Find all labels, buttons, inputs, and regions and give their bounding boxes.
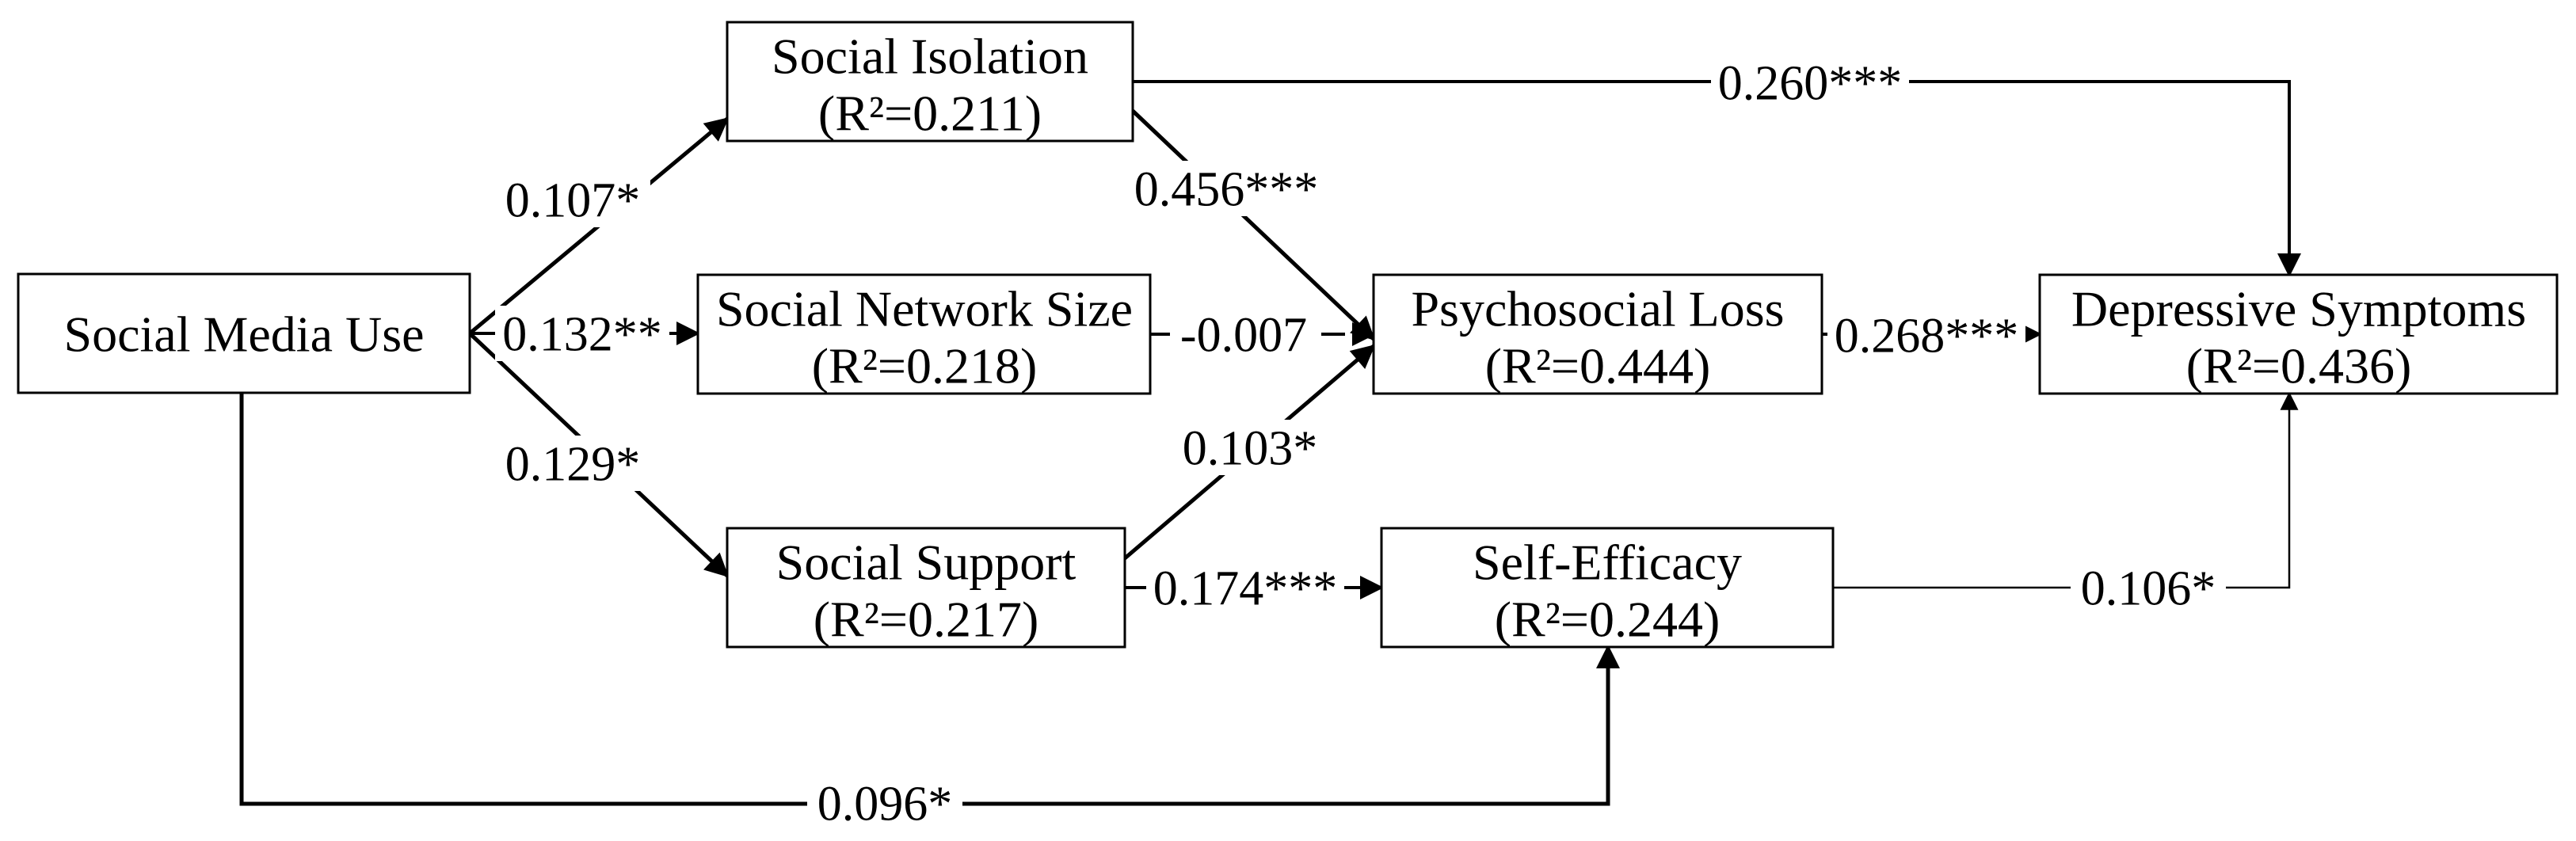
node-depressive-symptoms-label: Depressive Symptoms: [2071, 280, 2526, 337]
label-mask: [1172, 420, 1328, 475]
node-self-efficacy-label: Self-Efficacy: [1473, 534, 1742, 590]
label-mask: [1827, 307, 2025, 363]
coefficient-iso-psl: 0.456***: [1134, 163, 1319, 217]
label-mask: [495, 306, 669, 361]
node-social-media-use-label: Social Media Use: [64, 306, 425, 362]
path-self-efficacy-to-depressive-symptoms: [1833, 391, 2299, 589]
node-self-efficacy-r2: (R²=0.244): [1495, 591, 1721, 647]
node-social-isolation: Social Isolation (R²=0.211): [726, 21, 1134, 143]
coefficient-sef-dep: 0.106*: [2081, 562, 2216, 616]
coefficient-labels: 0.107* 0.132** 0.129* 0.260*** 0.456*** …: [495, 55, 2226, 831]
node-depressive-symptoms-r2: (R²=0.436): [2186, 337, 2412, 394]
coefficient-sns-psl: -0.007: [1180, 309, 1307, 363]
node-depressive-symptoms: Depressive Symptoms (R²=0.436): [2038, 273, 2559, 395]
node-social-network-size-box: [696, 273, 1152, 395]
coefficient-smu-iso: 0.107*: [505, 174, 641, 228]
node-social-network-size-r2: (R²=0.218): [812, 337, 1038, 394]
node-social-isolation-box: [726, 21, 1134, 143]
node-social-network-size: Social Network Size (R²=0.218): [696, 273, 1152, 395]
label-mask: [1146, 560, 1344, 615]
node-social-media-use-box: [17, 272, 471, 394]
label-mask: [1170, 306, 1317, 362]
node-social-support-r2: (R²=0.217): [814, 591, 1039, 647]
node-psychosocial-loss-box: [1372, 273, 1823, 395]
coefficient-sup-psl: 0.103*: [1183, 422, 1318, 476]
node-social-support-label: Social Support: [776, 534, 1077, 590]
node-self-efficacy: Self-Efficacy (R²=0.244): [1380, 527, 1835, 649]
coefficient-psl-dep: 0.268***: [1835, 310, 2019, 363]
node-psychosocial-loss-label: Psychosocial Loss: [1411, 280, 1784, 337]
node-social-support: Social Support (R²=0.217): [726, 527, 1126, 649]
coefficient-smu-sef: 0.096*: [817, 778, 953, 831]
label-mask: [1711, 55, 1909, 110]
path-social-isolation-to-depressive-symptoms: [1133, 80, 2301, 277]
node-social-isolation-r2: (R²=0.211): [818, 85, 1042, 141]
node-psychosocial-loss-r2: (R²=0.444): [1485, 337, 1711, 394]
label-mask: [2071, 560, 2226, 615]
coefficient-smu-sns: 0.132**: [502, 308, 662, 362]
coefficient-smu-sup: 0.129*: [505, 438, 641, 492]
path-social-isolation-to-psychosocial-loss: [1131, 109, 1376, 341]
coefficient-iso-dep: 0.260***: [1718, 57, 1903, 111]
node-social-network-size-label: Social Network Size: [716, 280, 1133, 337]
node-self-efficacy-box: [1380, 527, 1835, 649]
node-social-support-box: [726, 527, 1126, 649]
label-mask: [495, 172, 650, 227]
node-psychosocial-loss: Psychosocial Loss (R²=0.444): [1372, 273, 1823, 395]
node-depressive-symptoms-box: [2038, 273, 2559, 395]
node-social-media-use: Social Media Use: [17, 272, 471, 394]
label-mask: [495, 436, 650, 491]
coefficient-sup-sef: 0.174***: [1153, 562, 1338, 616]
node-social-isolation-label: Social Isolation: [772, 28, 1088, 84]
label-mask: [1127, 161, 1325, 216]
label-mask: [807, 775, 962, 831]
